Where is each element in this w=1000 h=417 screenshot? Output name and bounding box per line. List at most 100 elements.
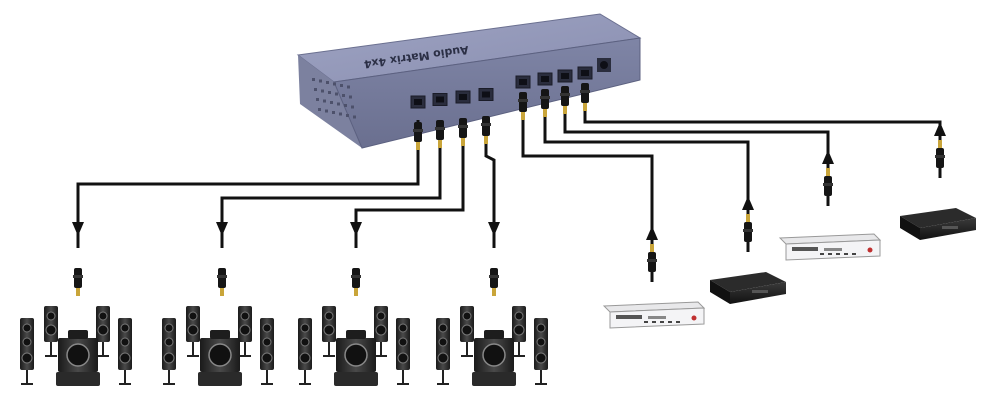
output-speaker-sets [20,306,548,386]
vent-hole [335,92,338,96]
vent-hole [330,101,333,104]
vent-hole [332,111,335,114]
device-vents [312,78,356,119]
optical-port [478,88,494,101]
speaker-set-icon [162,306,274,386]
vent-hole [319,79,322,83]
vent-hole [328,91,331,94]
vent-hole [342,94,345,97]
speaker-tower [162,318,176,385]
power-jack-hole [600,61,608,69]
toslink-plug-icon [458,118,468,146]
flow-arrow-icon [934,122,946,136]
toslink-plug-icon [743,214,753,242]
optical-cable [583,110,942,178]
toslink-plug-icon [823,168,833,196]
speaker-tower [260,318,274,385]
matrix-device: Audio Matrix 4x4 [296,13,642,149]
vent-hole [347,85,350,89]
flow-arrow-icon [72,222,84,236]
speaker-tower [534,318,548,385]
toslink-plug-icon [481,116,491,144]
vent-hole [326,81,329,84]
speaker-tower [96,306,110,357]
vent-hole [339,112,342,116]
optical-port [537,72,553,86]
set-top-box-icon [900,208,976,240]
speaker-tower [396,318,410,385]
vent-hole [323,99,326,103]
toslink-plug-icon [489,268,499,296]
center-speaker [346,330,366,339]
optical-port [557,69,573,83]
optical-cable [521,110,654,282]
flow-arrow-icon [216,222,228,236]
vent-hole [340,84,343,87]
vent-hole [314,88,317,91]
speaker-tower [238,306,252,357]
flow-arrow-icon [488,222,500,236]
dvd-player-icon [778,233,882,261]
flow-arrow-icon [822,150,834,164]
speaker-tower [512,306,526,357]
vent-hole [337,102,340,106]
subwoofer-cone [482,343,506,367]
vent-hole [351,105,354,109]
vent-hole [325,109,328,113]
optical-port [410,95,426,109]
speaker-tower [298,318,312,385]
vent-hole [312,78,315,81]
vent-hole [321,89,324,93]
optical-cable [563,110,830,206]
toslink-plug-icon [518,92,528,120]
optical-port [515,75,531,89]
optical-port [432,93,448,106]
optical-port [455,90,471,104]
speaker-tower [460,306,474,357]
speaker-tower [322,306,336,357]
center-speaker [68,330,88,339]
toslink-plug-icon [435,120,445,148]
vent-hole [349,95,352,99]
speaker-tower [44,306,58,357]
center-speaker [484,330,504,339]
subwoofer-base [334,372,378,386]
toslink-plug-icon [351,268,361,296]
vent-hole [333,82,336,86]
toslink-plug-icon [73,268,83,296]
speaker-tower [186,306,200,357]
device-ports [410,58,611,109]
toslink-plug-icon [560,86,570,114]
subwoofer-cone [66,343,90,367]
source-devices [602,208,976,329]
vent-hole [344,104,347,107]
flow-arrow-icon [742,196,754,210]
speaker-set-icon [298,306,410,386]
vent-hole [318,108,321,111]
speaker-set-icon [20,306,132,386]
vent-hole [346,114,349,117]
set-top-box-icon [710,272,786,304]
toslink-plug-icon [580,83,590,111]
toslink-plug-icon [540,89,550,117]
toslink-plug-icon [217,268,227,296]
flow-arrow-icon [350,222,362,236]
vent-hole [353,115,356,119]
speaker-tower [118,318,132,385]
subwoofer-cone [208,343,232,367]
subwoofer-base [198,372,242,386]
subwoofer-cone [344,343,368,367]
dvd-player-icon [602,301,706,329]
speaker-tower [20,318,34,385]
speaker-tower [436,318,450,385]
optical-cable [76,120,420,248]
subwoofer-base [472,372,516,386]
cables [72,83,946,296]
toslink-plug-icon [647,244,657,272]
speaker-tower [374,306,388,357]
toslink-plug-icon [935,140,945,168]
subwoofer-base [56,372,100,386]
optical-port [577,66,593,80]
